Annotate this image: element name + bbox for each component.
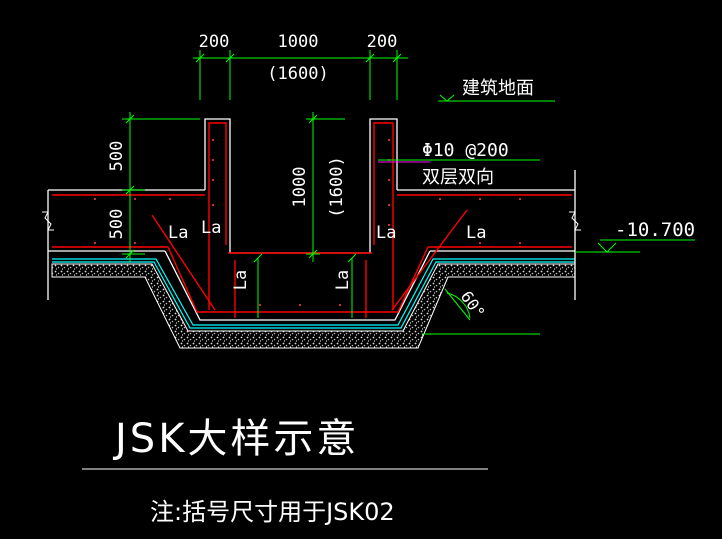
dim-top-middle: 1000 bbox=[278, 32, 319, 52]
label-la-left-wall: La bbox=[201, 218, 221, 238]
break-marks bbox=[42, 211, 581, 231]
dim-top-left: 200 bbox=[199, 32, 230, 52]
gravel-cushion bbox=[51, 263, 576, 349]
dim-top-middle-alt: (1600) bbox=[267, 64, 328, 84]
waterproof-layer bbox=[52, 258, 575, 329]
dim-wall-height: 1000 bbox=[290, 167, 310, 208]
dim-left-upper: 500 bbox=[107, 141, 127, 172]
concrete-outline bbox=[47, 118, 576, 321]
label-ground: 建筑地面 bbox=[462, 78, 534, 99]
label-la-right: La bbox=[466, 223, 486, 243]
dim-top-right: 200 bbox=[367, 32, 398, 52]
label-la-right-wall: La bbox=[376, 223, 396, 243]
label-angle: 60° bbox=[457, 287, 489, 322]
label-la-bottom-left: La bbox=[231, 270, 251, 290]
label-la-bottom-right: La bbox=[333, 270, 353, 290]
label-rebar-layers: 双层双向 bbox=[422, 167, 494, 188]
label-elevation: -10.700 bbox=[615, 219, 695, 241]
label-rebar-spec: Φ10 @200 bbox=[422, 140, 509, 161]
label-la-left: La bbox=[168, 223, 188, 243]
drawing-note: 注:括号尺寸用于JSK02 bbox=[150, 498, 395, 526]
dim-left-lower: 500 bbox=[107, 209, 127, 240]
dimension-lines bbox=[122, 50, 695, 321]
rebar-lines bbox=[52, 122, 572, 318]
dim-wall-height-alt: (1600) bbox=[327, 156, 347, 217]
drawing-title: JSK大样示意 bbox=[112, 416, 359, 462]
